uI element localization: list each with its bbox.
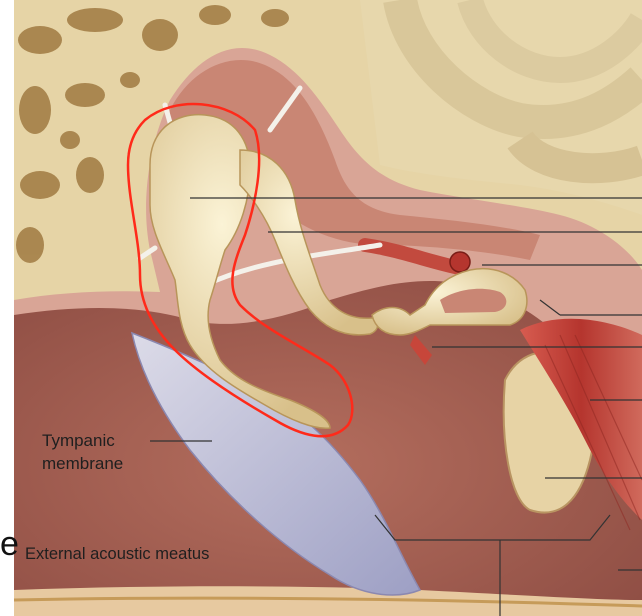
meatus-floor — [14, 586, 642, 616]
inner-ear-canals — [360, 0, 642, 215]
stapedius-muscle — [410, 335, 432, 365]
label-external-acoustic-meatus: External acoustic meatus — [25, 545, 210, 563]
label-tympanic-line1: Tympanic — [42, 431, 115, 450]
highlight-outline — [126, 102, 354, 438]
cropped-edge-letter: e — [0, 525, 19, 563]
label-tympanic-line2: membrane — [42, 454, 124, 473]
tensor-tympani-muscle — [520, 318, 642, 520]
epitympanic-recess — [170, 60, 540, 261]
tendon-cut — [449, 251, 471, 273]
leader-lines — [150, 197, 642, 616]
bone-trabeculae — [16, 5, 289, 263]
